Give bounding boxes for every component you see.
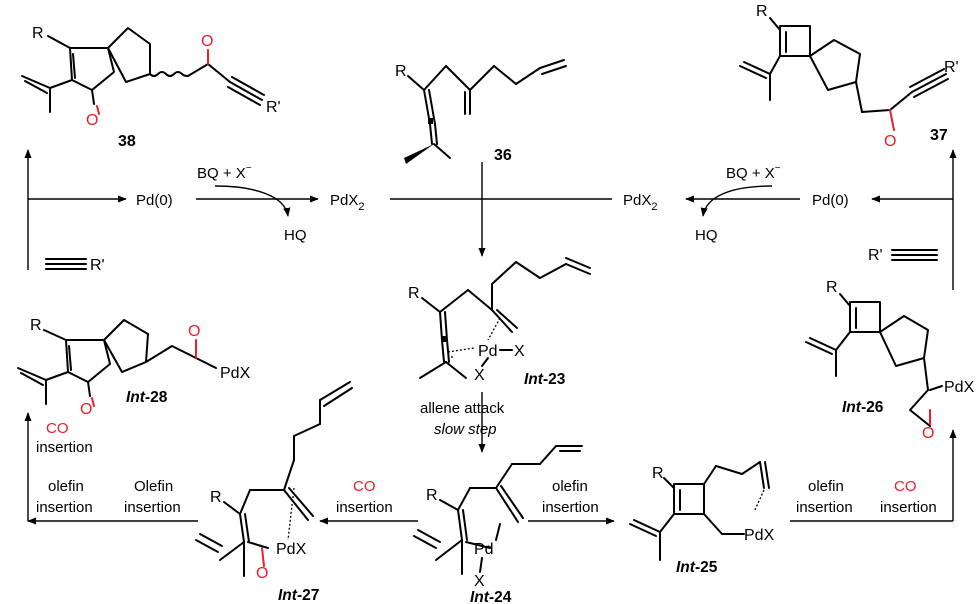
int-28-label: Int-28 (126, 389, 168, 406)
alkyne-reagent-left: R' (45, 257, 105, 274)
int-25-structure: R PdX Int-25 (629, 461, 775, 576)
int-26-label: Int-26 (842, 399, 884, 416)
svg-text:R: R (395, 63, 407, 80)
co-insertion-mid-insertion: insertion (336, 499, 393, 516)
svg-text:O: O (188, 323, 200, 340)
cycle-arrows (24, 149, 957, 525)
svg-text:Pd: Pd (478, 343, 498, 360)
co-insertion-right-insertion: insertion (880, 499, 937, 516)
int-27-label: Int-27 (278, 587, 319, 604)
int-26-structure: R PdX O Int-26 (805, 279, 975, 442)
int-23-label: Int-23 (524, 371, 566, 388)
bq-x-left-label: BQ + X− (197, 163, 252, 182)
compound-36-label: 36 (494, 147, 512, 164)
olefin-insertion-right-olefin: olefin (808, 478, 844, 495)
int-28-structure: R O O PdX Int-28 (17, 317, 251, 418)
slow-step-label: slow step (434, 421, 497, 438)
svg-text:O: O (922, 425, 934, 442)
pdx2-left-label: PdX2 (330, 192, 364, 213)
olefin-insertion-right-insertion: insertion (796, 499, 853, 516)
svg-text:X: X (514, 343, 525, 360)
curve-bq-to-hq-left (214, 185, 291, 217)
svg-text:Pd: Pd (474, 541, 494, 558)
co-insertion-left-co: CO (46, 420, 69, 437)
svg-text:R': R' (90, 257, 105, 274)
olefin-insertion-far-left-insertion: insertion (36, 499, 93, 516)
svg-text:X: X (474, 367, 485, 384)
int-25-label: Int-25 (676, 559, 718, 576)
svg-text:R': R' (868, 247, 883, 264)
alkyne-reagent-right: R' (868, 247, 938, 264)
svg-text:O: O (256, 565, 268, 582)
olefin-insertion-far-left-olefin: olefin (48, 478, 84, 495)
pd0-right-label: Pd(0) (812, 192, 849, 209)
co-insertion-left-insertion: insertion (36, 439, 93, 456)
svg-text:O: O (201, 33, 213, 50)
svg-text:X: X (474, 573, 485, 590)
olefin-insertion-left-insertion: insertion (124, 499, 181, 516)
olefin-insertion-mid-insertion: insertion (542, 499, 599, 516)
co-insertion-mid-co: CO (353, 478, 376, 495)
svg-text:R: R (32, 25, 44, 42)
svg-text:R: R (30, 317, 42, 334)
allene-attack-label: allene attack (420, 400, 505, 417)
co-insertion-right-co: CO (894, 478, 917, 495)
svg-text:R: R (756, 3, 768, 20)
svg-text:R': R' (266, 99, 281, 116)
reagents-left: Pd(0) BQ + X− HQ PdX2 (136, 163, 364, 244)
svg-text:O: O (884, 133, 896, 150)
compound-38-label: 38 (118, 133, 136, 150)
step-labels: allene attack slow step CO insertion ole… (36, 400, 937, 516)
svg-text:R': R' (944, 59, 959, 76)
pd0-left-label: Pd(0) (136, 192, 173, 209)
olefin-insertion-mid-olefin: olefin (552, 478, 588, 495)
reagents-right: PdX2 BQ + X− HQ Pd(0) (623, 163, 849, 244)
hq-left-label: HQ (284, 227, 307, 244)
svg-text:R: R (652, 465, 664, 482)
compound-37-label: 37 (930, 127, 948, 144)
compound-36-structure: R 36 (395, 59, 567, 164)
svg-text:R: R (426, 487, 438, 504)
svg-text:R: R (826, 279, 838, 296)
compound-38-structure: R O O R' 38 (21, 25, 281, 150)
svg-text:PdX: PdX (220, 365, 251, 382)
svg-text:O: O (86, 112, 98, 129)
svg-text:O: O (80, 401, 92, 418)
svg-text:PdX: PdX (944, 379, 975, 396)
svg-text:R: R (210, 489, 222, 506)
compound-37-structure: R O R' 37 (739, 3, 959, 150)
hq-right-label: HQ (695, 227, 718, 244)
curve-bq-to-hq-right (700, 185, 773, 217)
int-23-structure: R Pd X X Int-23 (408, 257, 591, 388)
int-24-structure: R Pd X Int-24 (413, 445, 583, 604)
svg-text:PdX: PdX (276, 541, 307, 558)
svg-text:R: R (408, 285, 420, 302)
svg-text:PdX: PdX (744, 527, 775, 544)
olefin-insertion-left-olefin: Olefin (134, 478, 173, 495)
pdx2-right-label: PdX2 (623, 192, 657, 213)
int-27-structure: R O PdX Int-27 (195, 381, 353, 604)
bq-x-right-label: BQ + X− (726, 163, 781, 182)
int-24-label: Int-24 (470, 589, 512, 604)
